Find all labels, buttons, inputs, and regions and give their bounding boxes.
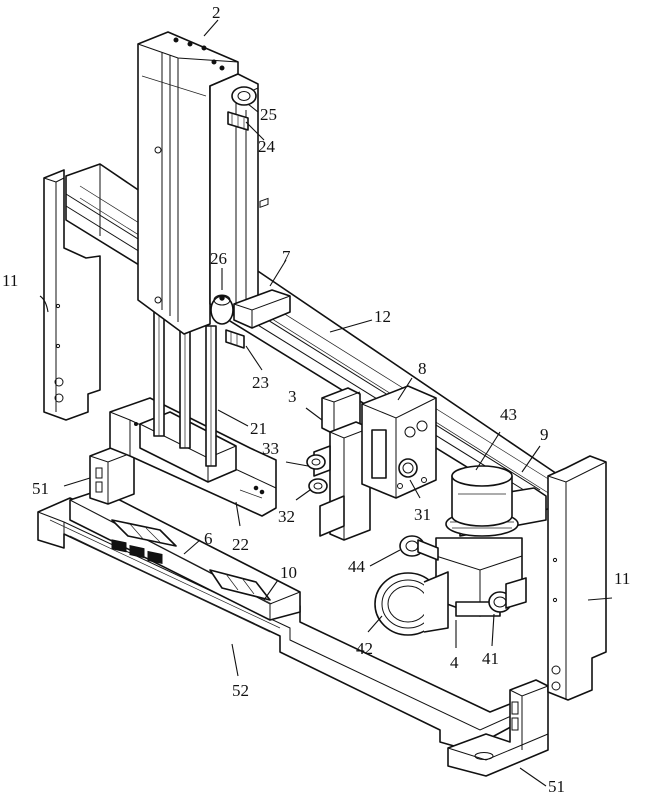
valve-3 bbox=[307, 388, 370, 540]
label-41: 41 bbox=[482, 649, 499, 668]
label-25: 25 bbox=[260, 105, 277, 124]
label-11-right: 11 bbox=[614, 569, 630, 588]
label-4: 4 bbox=[450, 653, 459, 672]
label-52: 52 bbox=[232, 681, 249, 700]
label-32: 32 bbox=[278, 507, 295, 526]
label-24: 24 bbox=[258, 137, 276, 156]
label-7: 7 bbox=[282, 247, 291, 266]
label-21: 21 bbox=[250, 419, 267, 438]
label-8: 8 bbox=[418, 359, 427, 378]
label-2: 2 bbox=[212, 3, 221, 22]
cylinder-2 bbox=[138, 32, 258, 334]
label-9: 9 bbox=[540, 425, 549, 444]
label-33: 33 bbox=[262, 439, 279, 458]
label-42: 42 bbox=[356, 639, 373, 658]
label-22: 22 bbox=[232, 535, 249, 554]
label-51-right: 51 bbox=[548, 777, 565, 796]
label-12: 12 bbox=[374, 307, 391, 326]
slider-block-22 bbox=[110, 398, 276, 516]
label-26: 26 bbox=[210, 249, 227, 268]
label-43: 43 bbox=[500, 405, 517, 424]
label-3: 3 bbox=[288, 387, 297, 406]
carriage-8 bbox=[362, 386, 436, 498]
label-31: 31 bbox=[414, 505, 431, 524]
label-11-left: 11 bbox=[2, 271, 18, 290]
label-23: 23 bbox=[252, 373, 269, 392]
fitting-23 bbox=[226, 330, 244, 348]
frame-11-right bbox=[548, 456, 606, 700]
reference-labels: 2 25 24 26 7 11 12 8 43 9 3 23 21 33 32 … bbox=[2, 3, 630, 796]
fitting-26 bbox=[211, 295, 233, 324]
label-51-left: 51 bbox=[32, 479, 49, 498]
label-44: 44 bbox=[348, 557, 366, 576]
label-10: 10 bbox=[280, 563, 297, 582]
label-6: 6 bbox=[204, 529, 213, 548]
